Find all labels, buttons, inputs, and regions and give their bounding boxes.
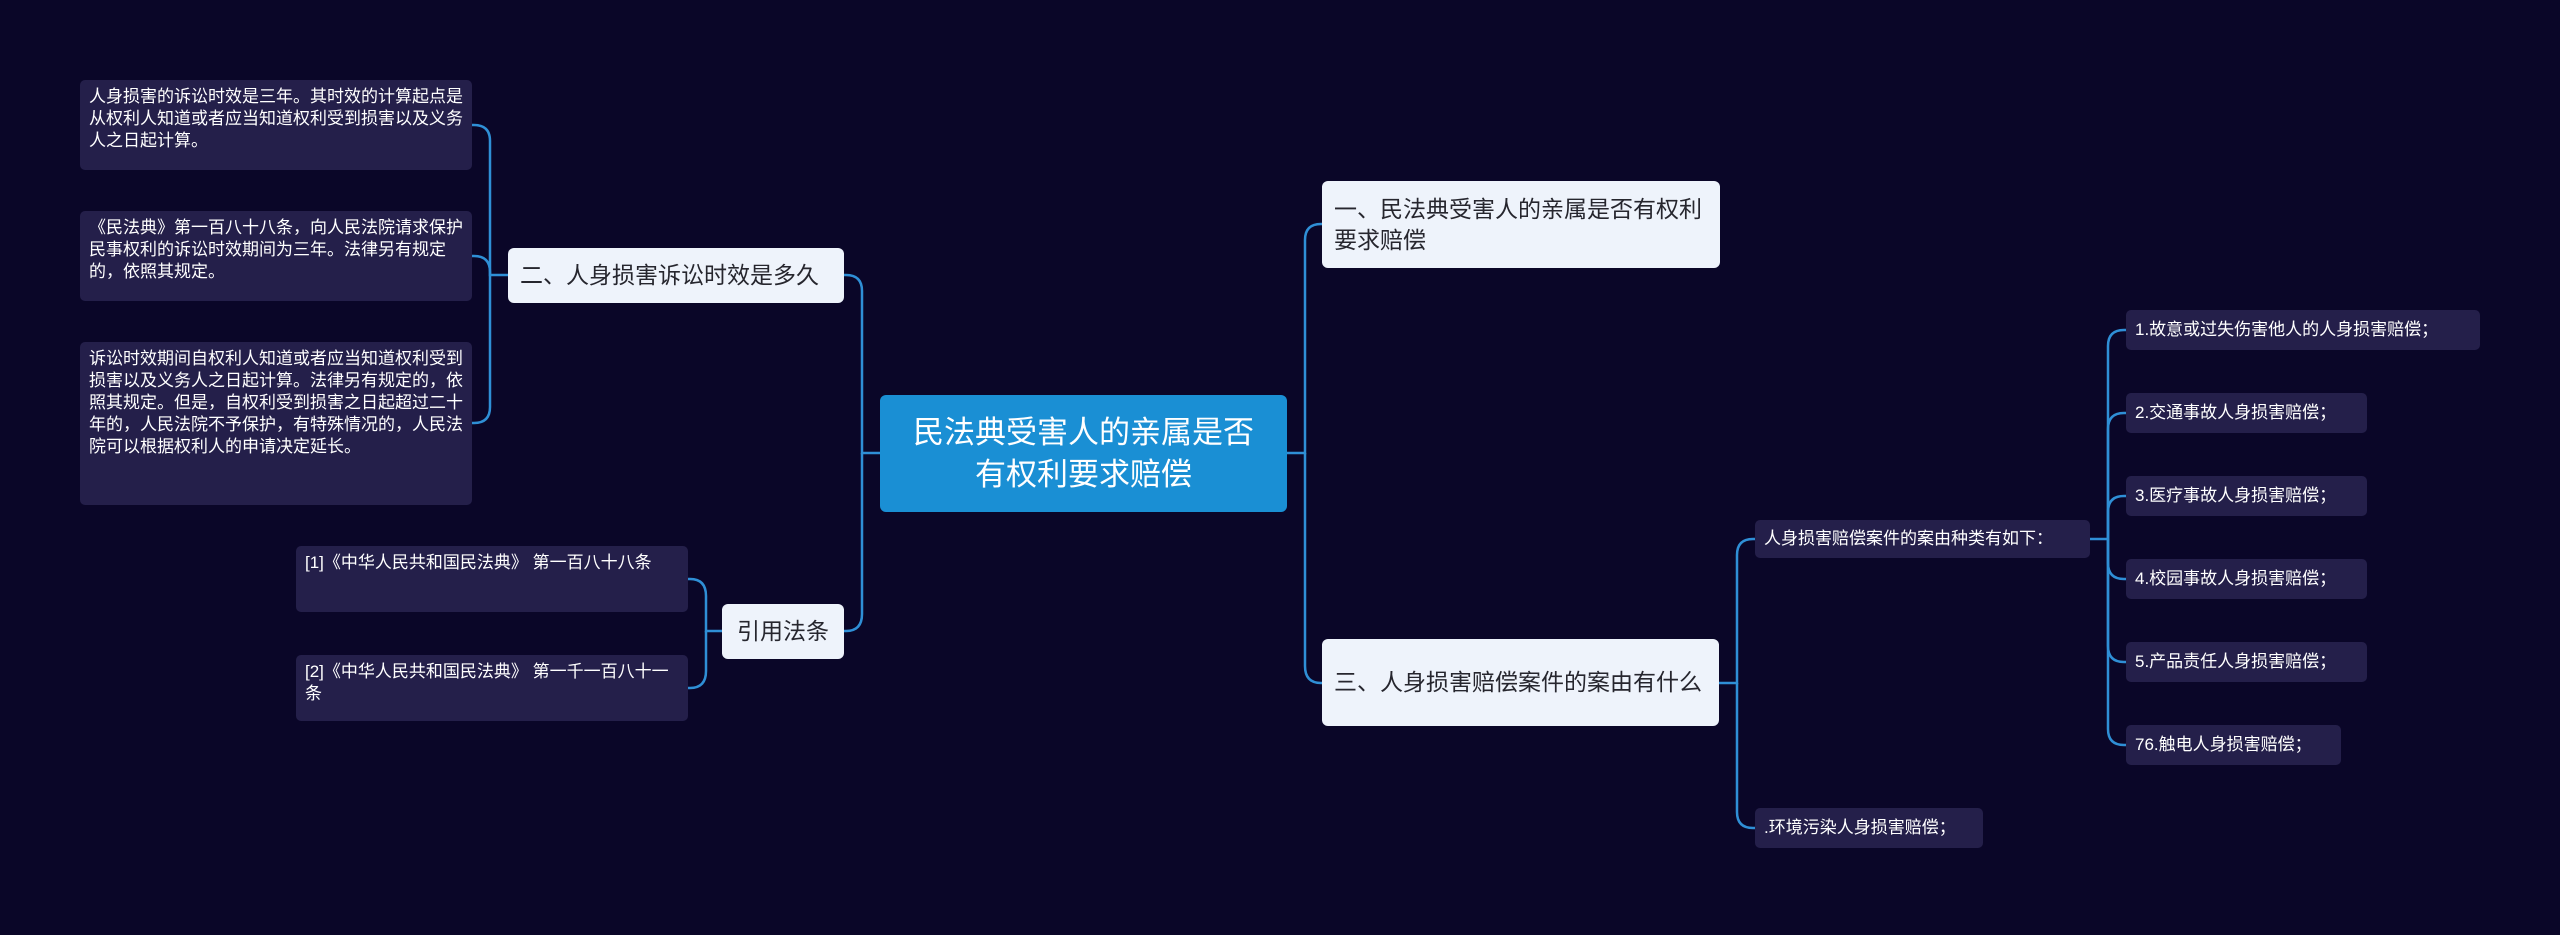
case-item-1[interactable]: 1.故意或过失伤害他人的人身损害赔偿； [2126, 310, 2480, 350]
branch-citations[interactable]: 引用法条 [722, 604, 844, 659]
link-limitation-leaf-3 [472, 275, 492, 425]
case-item-3-text: 3.医疗事故人身损害赔偿； [2135, 486, 2337, 505]
link-item-3 [2106, 494, 2126, 539]
case-item-4[interactable]: 4.校园事故人身损害赔偿； [2126, 559, 2367, 599]
limitation-leaf-1-text: 人身损害的诉讼时效是三年。其时效的计算起点是从权利人知道或者应当知道权利受到损害… [89, 87, 463, 150]
cases-intro-text: 人身损害赔偿案件的案由种类有如下： [1764, 529, 2053, 548]
root-topic-label: 民法典受害人的亲属是否有权利要求赔偿 [913, 414, 1254, 492]
link-cases-extra [1735, 683, 1755, 830]
case-item-2[interactable]: 2.交通事故人身损害赔偿； [2126, 393, 2367, 433]
branch-relatives-label: 一、民法典受害人的亲属是否有权利要求赔偿 [1334, 195, 1702, 253]
citation-leaf-2[interactable]: [2]《中华人民共和国民法典》 第一千一百八十一条 [296, 655, 688, 721]
branch-limitation[interactable]: 二、人身损害诉讼时效是多久 [508, 248, 844, 303]
branch-citations-label: 引用法条 [737, 618, 829, 644]
link-limitation-leaf-1 [472, 123, 508, 277]
limitation-leaf-3[interactable]: 诉讼时效期间自权利人知道或者应当知道权利受到损害以及义务人之日起计算。法律另有规… [80, 342, 472, 505]
case-item-3[interactable]: 3.医疗事故人身损害赔偿； [2126, 476, 2367, 516]
link-item-1 [2090, 328, 2126, 541]
cases-intro[interactable]: 人身损害赔偿案件的案由种类有如下： [1755, 520, 2090, 558]
limitation-leaf-1[interactable]: 人身损害的诉讼时效是三年。其时效的计算起点是从权利人知道或者应当知道权利受到损害… [80, 80, 472, 170]
branch-cases-label: 三、人身损害赔偿案件的案由有什么 [1334, 669, 1702, 695]
case-item-6-text: 76.触电人身损害赔偿； [2135, 735, 2312, 754]
link-item-2 [2106, 411, 2126, 539]
link-item-5 [2106, 539, 2126, 664]
link-item-4 [2106, 539, 2126, 581]
case-item-1-text: 1.故意或过失伤害他人的人身损害赔偿； [2135, 320, 2439, 339]
case-item-2-text: 2.交通事故人身损害赔偿； [2135, 403, 2337, 422]
link-root-right-1 [1287, 222, 1322, 455]
citation-leaf-1[interactable]: [1]《中华人民共和国民法典》 第一百八十八条 [296, 546, 688, 612]
link-root-left-cite [844, 453, 864, 633]
case-item-4-text: 4.校园事故人身损害赔偿； [2135, 569, 2337, 588]
link-cite-leaf-1 [688, 577, 722, 633]
case-item-5-text: 5.产品责任人身损害赔偿； [2135, 652, 2337, 671]
citation-leaf-1-text: [1]《中华人民共和国民法典》 第一百八十八条 [305, 553, 652, 572]
case-item-6[interactable]: 76.触电人身损害赔偿； [2126, 725, 2341, 765]
citation-leaf-2-text: [2]《中华人民共和国民法典》 第一千一百八十一条 [305, 662, 669, 703]
link-item-6 [2106, 539, 2126, 747]
limitation-leaf-2[interactable]: 《民法典》第一百八十八条，向人民法院请求保护民事权利的诉讼时效期间为三年。法律另… [80, 211, 472, 301]
link-root-left-2 [844, 273, 880, 455]
cases-extra-text: .环境污染人身损害赔偿； [1764, 818, 1956, 837]
link-cite-leaf-2 [688, 631, 708, 690]
cases-extra[interactable]: .环境污染人身损害赔偿； [1755, 808, 1983, 848]
branch-cases[interactable]: 三、人身损害赔偿案件的案由有什么 [1322, 639, 1719, 726]
branch-relatives[interactable]: 一、民法典受害人的亲属是否有权利要求赔偿 [1322, 181, 1720, 268]
root-topic[interactable]: 民法典受害人的亲属是否有权利要求赔偿 [880, 395, 1287, 512]
link-cases-intro [1719, 537, 1755, 685]
case-item-5[interactable]: 5.产品责任人身损害赔偿； [2126, 642, 2367, 682]
link-limitation-leaf-2 [472, 254, 492, 275]
limitation-leaf-2-text: 《民法典》第一百八十八条，向人民法院请求保护民事权利的诉讼时效期间为三年。法律另… [89, 218, 463, 281]
limitation-leaf-3-text: 诉讼时效期间自权利人知道或者应当知道权利受到损害以及义务人之日起计算。法律另有规… [89, 349, 463, 456]
link-root-right-3 [1303, 453, 1322, 685]
branch-limitation-label: 二、人身损害诉讼时效是多久 [520, 262, 819, 288]
